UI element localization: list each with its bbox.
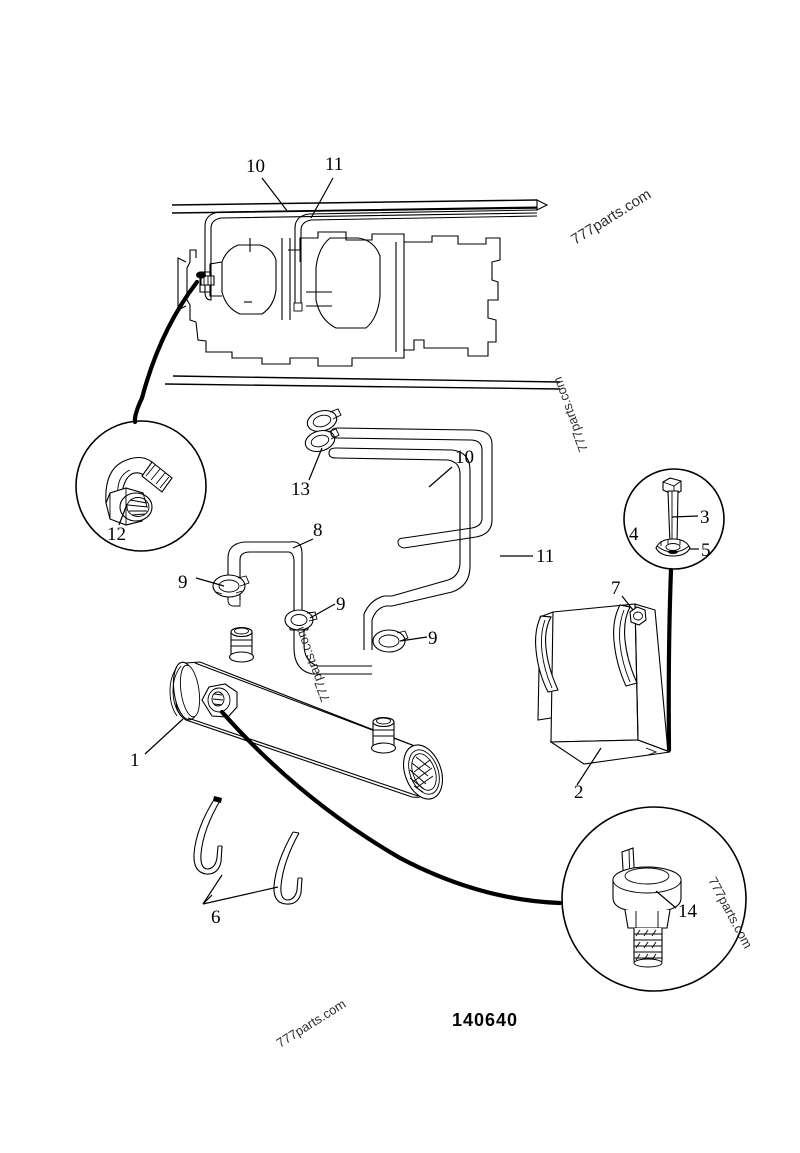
callout-9-right: 9	[428, 628, 438, 649]
top-callout-leaders	[261, 177, 334, 219]
hose-12-curve	[132, 279, 200, 425]
detail-circle-12: 12	[75, 420, 207, 552]
engine-front-fitting	[196, 271, 215, 286]
callout-1: 1	[130, 750, 140, 771]
watermark-5: 777parts.com	[705, 874, 755, 951]
hose-clip-9-mid: 9	[284, 594, 346, 631]
cooler-mesh-element	[409, 753, 437, 793]
hose-11-lower-leg	[363, 595, 392, 650]
callout-7: 7	[611, 578, 621, 599]
watermark-1: 777parts.com	[568, 186, 654, 249]
callout-13: 13	[291, 479, 310, 500]
callout-5: 5	[701, 540, 711, 561]
callout-3: 3	[700, 507, 710, 528]
mounting-bracket-2: 2	[535, 603, 671, 803]
bracket-cradle-right	[613, 604, 638, 687]
clip-upper	[306, 408, 342, 433]
cooler-port-upper	[228, 626, 255, 663]
strap-left	[193, 796, 223, 875]
hose-clip-13: 13	[291, 408, 342, 500]
bracket-cradle-left	[535, 615, 559, 693]
retaining-straps-6: 6	[193, 796, 303, 928]
hose-8-lower-tail	[293, 630, 372, 675]
callout-12: 12	[107, 524, 126, 545]
switch-14-leader-curve	[219, 709, 563, 906]
oil-cooler-assembly-1: 1	[130, 626, 443, 800]
watermark-4: 777parts.com	[274, 996, 349, 1050]
callout-9-left: 9	[178, 572, 188, 593]
callout-6: 6	[211, 907, 221, 928]
hose-10: 10	[330, 427, 493, 549]
cooler-port-lower	[370, 716, 397, 754]
watermark-2: 777parts.com	[550, 375, 591, 454]
engine-block-outline	[186, 231, 501, 367]
callout-9-mid: 9	[336, 594, 346, 615]
chassis-rail-lower	[164, 375, 561, 390]
callout-11-top: 11	[325, 154, 343, 175]
detail-circle-345: 3 4 5	[623, 468, 725, 570]
callout-8: 8	[313, 520, 323, 541]
engine-assembly-group	[164, 199, 561, 390]
callout-10-top: 10	[246, 156, 265, 177]
hose-11: 11	[328, 447, 554, 607]
hose-8: 8	[227, 520, 323, 612]
part-number: 140640	[452, 1010, 518, 1030]
cooler-drain-plug	[201, 683, 238, 718]
callout-11-hose: 11	[536, 546, 554, 567]
washer-5	[655, 538, 691, 557]
callout-2: 2	[574, 782, 584, 803]
detail-circle-14: 14	[561, 806, 747, 992]
hose-clip-9-right: 9	[372, 628, 438, 653]
callout-4: 4	[629, 524, 639, 545]
elbow-adaptor-12	[105, 456, 173, 526]
hose-clip-9-left: 9	[178, 572, 250, 598]
engine-component-shapes	[177, 237, 405, 352]
setscrew-3-leader-rod	[666, 567, 674, 753]
strap-right	[273, 831, 303, 905]
hose-11-engine-run	[293, 209, 538, 312]
thermostat-switch-14	[612, 847, 682, 968]
nut-7: 7	[611, 578, 647, 626]
clip-lower	[304, 428, 340, 453]
hose-10-engine-run	[204, 206, 538, 301]
callout-14: 14	[678, 901, 698, 922]
